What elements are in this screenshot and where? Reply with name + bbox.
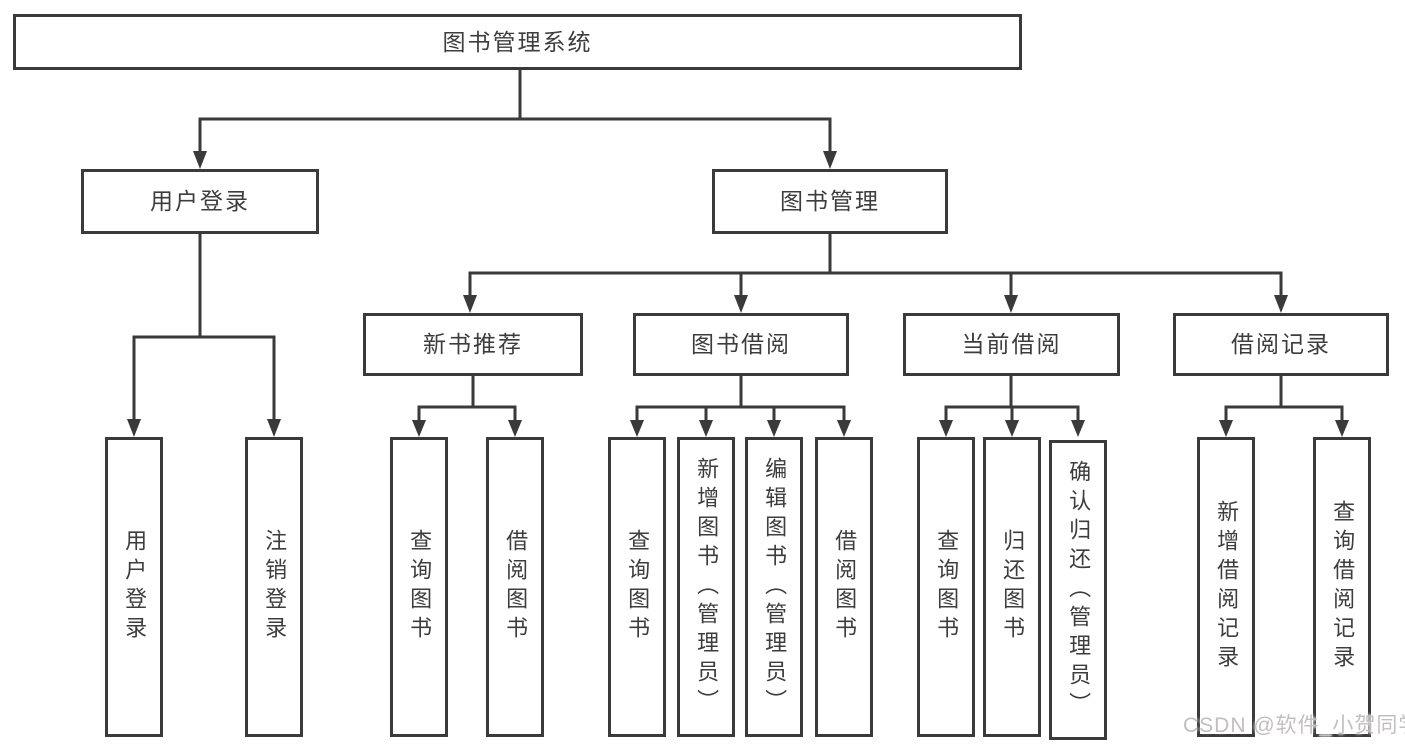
node-book-borrowing-label: 图书借阅 [691,331,791,357]
leaf-br-add-record-label: 新增借阅记录 [1214,500,1240,674]
leaf-bb-query-books: 查询图书 [608,437,666,737]
leaf-bb-query-books-label: 查询图书 [625,529,651,645]
leaf-br-add-record: 新增借阅记录 [1197,437,1255,737]
leaf-cb-query-books: 查询图书 [917,437,975,737]
node-book-management-label: 图书管理 [780,188,880,214]
leaf-bb-edit-books-admin: 编辑图书（管理员） [745,437,803,737]
leaf-bb-borrow-books-label: 借阅图书 [832,529,858,645]
leaf-nb-query-books: 查询图书 [390,437,448,737]
leaf-cb-query-books-label: 查询图书 [934,529,960,645]
leaf-user-login-label: 用户登录 [122,529,148,645]
leaf-cb-confirm-return-admin: 确认归还（管理员） [1049,440,1107,740]
leaf-br-query-record-label: 查询借阅记录 [1330,500,1356,674]
leaf-nb-query-books-label: 查询图书 [407,529,433,645]
leaf-nb-borrow-books-label: 借阅图书 [503,529,529,645]
leaf-cb-return-books-label: 归还图书 [1000,529,1026,645]
node-current-borrowing: 当前借阅 [903,313,1120,376]
leaf-cb-confirm-return-admin-label: 确认归还（管理员） [1066,459,1092,721]
leaf-nb-borrow-books: 借阅图书 [486,437,544,737]
node-book-borrowing: 图书借阅 [633,313,849,376]
node-user-login-label: 用户登录 [150,188,250,214]
leaf-cb-return-books: 归还图书 [983,437,1041,737]
root-node-label: 图书管理系统 [442,28,593,55]
root-node-library-management-system: 图书管理系统 [13,14,1022,70]
leaf-logout-label: 注销登录 [262,529,288,645]
leaf-bb-add-books-admin-label: 新增图书（管理员） [694,456,720,718]
node-current-borrowing-label: 当前借阅 [961,331,1062,357]
leaf-user-login: 用户登录 [105,437,163,737]
leaf-logout: 注销登录 [245,437,303,737]
node-book-management: 图书管理 [712,169,948,234]
leaf-bb-edit-books-admin-label: 编辑图书（管理员） [762,456,788,718]
leaf-bb-add-books-admin: 新增图书（管理员） [677,437,735,737]
leaf-bb-borrow-books: 借阅图书 [815,437,873,737]
node-borrowing-records-label: 借阅记录 [1231,331,1331,357]
node-new-book-recommendation-label: 新书推荐 [423,331,523,357]
leaf-br-query-record: 查询借阅记录 [1313,437,1371,737]
node-new-book-recommendation: 新书推荐 [363,313,583,376]
arrowheads [127,151,1349,437]
csdn-watermark: CSDN @软件_小贺同学 [1183,714,1405,737]
node-user-login: 用户登录 [81,169,319,234]
node-borrowing-records: 借阅记录 [1173,313,1389,376]
